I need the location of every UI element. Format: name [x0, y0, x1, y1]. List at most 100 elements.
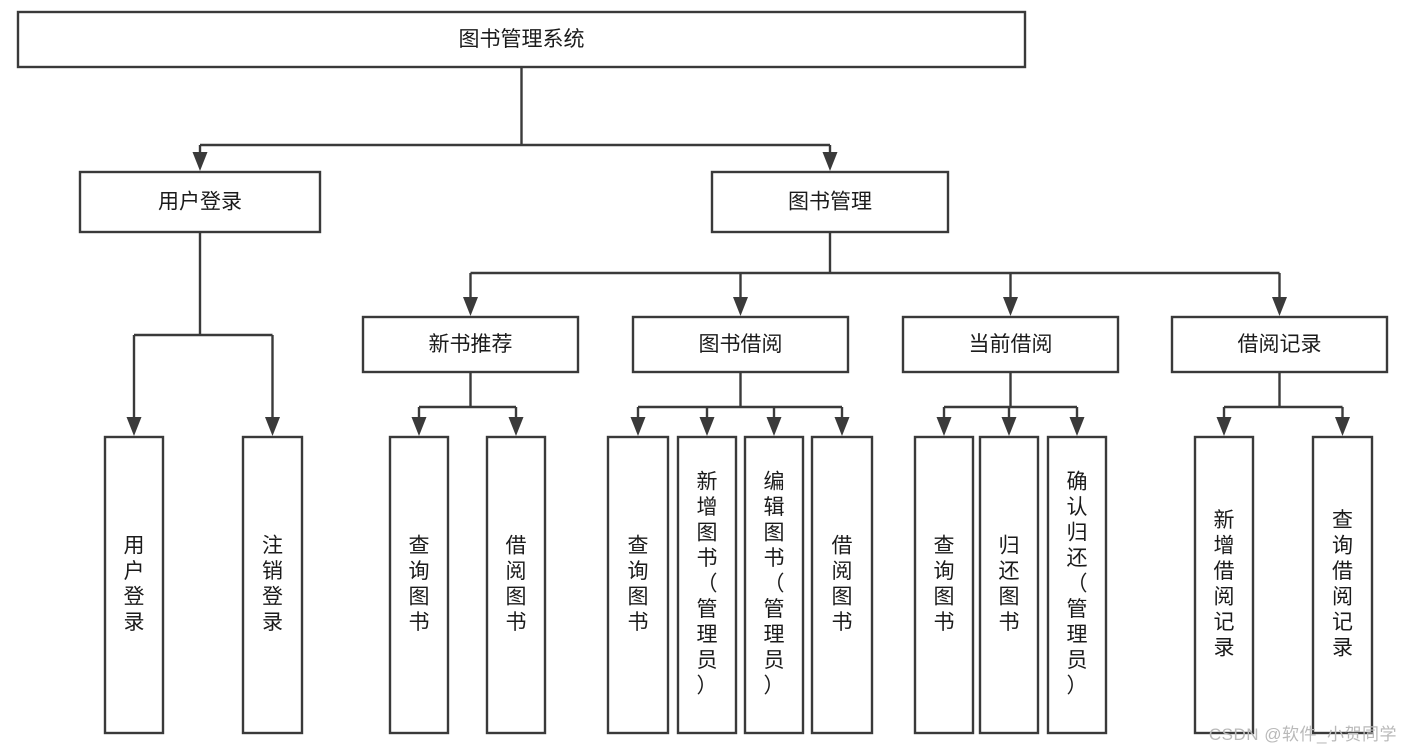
node-label-char: 询	[934, 560, 955, 583]
node-label-char: 图	[628, 585, 649, 608]
node-label-char: 查	[628, 534, 649, 557]
node-label-char: 询	[409, 560, 430, 583]
node-box-leaf-add-record	[1193, 435, 1255, 735]
node-box-leaf-confirm-return	[1046, 435, 1108, 735]
node-label-char: ）	[1067, 675, 1088, 698]
node-box-leaf-user-login	[103, 435, 165, 735]
node-label-char: 录	[1214, 636, 1235, 659]
node-label-char: 编	[764, 471, 785, 494]
node-label-char: 借	[506, 534, 527, 557]
node-label-char: 辑	[764, 496, 785, 519]
node-label-char: 记	[1214, 611, 1235, 634]
node-label-char: 图	[506, 585, 527, 608]
node-label-root: 图书管理系统	[459, 28, 585, 51]
node-book-borrow[interactable]: 图书借阅	[631, 315, 850, 374]
node-label-char: 户	[124, 560, 145, 583]
node-label-char: 图	[409, 585, 430, 608]
node-label-char: 员	[1067, 649, 1088, 672]
node-box-leaf-query-book-cb	[913, 435, 975, 735]
node-book-manage[interactable]: 图书管理	[710, 170, 950, 234]
node-label-char: 管	[764, 598, 785, 621]
node-root[interactable]: 图书管理系统	[16, 10, 1027, 69]
node-label-char: 查	[934, 534, 955, 557]
node-label-char: 书	[934, 611, 955, 634]
node-label-char: 登	[262, 585, 283, 608]
node-user-login[interactable]: 用户登录	[78, 170, 322, 234]
node-box-borrow-record	[1170, 315, 1389, 374]
node-label-user-login: 用户登录	[158, 191, 242, 214]
node-label-char: 查	[409, 534, 430, 557]
node-label-char: 认	[1067, 496, 1088, 519]
node-label-new-book-recommend: 新书推荐	[429, 333, 513, 356]
node-label-char: 增	[697, 496, 718, 519]
node-box-leaf-edit-book	[743, 435, 805, 735]
node-box-root	[16, 10, 1027, 69]
node-label-char: 理	[697, 624, 718, 647]
node-box-leaf-query-record	[1311, 435, 1374, 735]
node-label-char: 书	[999, 611, 1020, 634]
node-label-char: 记	[1332, 611, 1353, 634]
node-label-char: 理	[1067, 624, 1088, 647]
node-box-user-login	[78, 170, 322, 234]
node-box-book-manage	[710, 170, 950, 234]
node-box-leaf-query-book-rec	[388, 435, 450, 735]
node-label-char: 阅	[1332, 585, 1353, 608]
node-label-char: 还	[1067, 547, 1088, 570]
node-new-book-recommend[interactable]: 新书推荐	[361, 315, 580, 374]
node-label-char: （	[1067, 573, 1088, 596]
node-label-char: 录	[262, 611, 283, 634]
node-label-char: 图	[697, 522, 718, 545]
node-label-char: ）	[764, 675, 785, 698]
node-box-current-borrow	[901, 315, 1120, 374]
node-layer: 图书管理系统用户登录图书管理新书推荐图书借阅当前借阅借阅记录用户登录注销登录查询…	[16, 10, 1389, 735]
node-label-char: ）	[697, 675, 718, 698]
node-label-char: 询	[628, 560, 649, 583]
node-label-char: 阅	[506, 560, 527, 583]
node-label-book-manage: 图书管理	[788, 191, 872, 214]
node-label-char: 确	[1067, 471, 1088, 494]
node-label-char: 录	[124, 611, 145, 634]
node-borrow-record[interactable]: 借阅记录	[1170, 315, 1389, 374]
node-box-leaf-borrow-book-bb	[810, 435, 874, 735]
node-label-char: 书	[628, 611, 649, 634]
node-box-leaf-borrow-book-rec	[485, 435, 547, 735]
node-label-char: 销	[262, 560, 283, 583]
node-label-char: 管	[1067, 598, 1088, 621]
node-label-char: 注	[262, 534, 283, 557]
node-box-leaf-user-logout	[241, 435, 304, 735]
node-current-borrow[interactable]: 当前借阅	[901, 315, 1120, 374]
node-label-char: （	[764, 573, 785, 596]
node-label-char: 员	[697, 649, 718, 672]
node-label-char: 归	[1067, 522, 1088, 545]
node-label-char: 图	[999, 585, 1020, 608]
node-label-char: 书	[409, 611, 430, 634]
node-label-current-borrow: 当前借阅	[969, 333, 1053, 356]
node-label-char: 书	[506, 611, 527, 634]
node-label-char: 阅	[832, 560, 853, 583]
node-leaf-user-login[interactable]: 用户登录	[103, 435, 165, 735]
node-label-char: 图	[832, 585, 853, 608]
node-label-char: 询	[1332, 534, 1353, 557]
node-label-char: 阅	[1214, 585, 1235, 608]
node-label-book-borrow: 图书借阅	[699, 333, 783, 356]
node-label-char: 借	[1214, 560, 1235, 583]
node-box-new-book-recommend	[361, 315, 580, 374]
node-label-char: 还	[999, 560, 1020, 583]
node-label-char: 借	[1332, 560, 1353, 583]
node-box-leaf-add-book	[676, 435, 738, 735]
node-label-char: （	[697, 573, 718, 596]
